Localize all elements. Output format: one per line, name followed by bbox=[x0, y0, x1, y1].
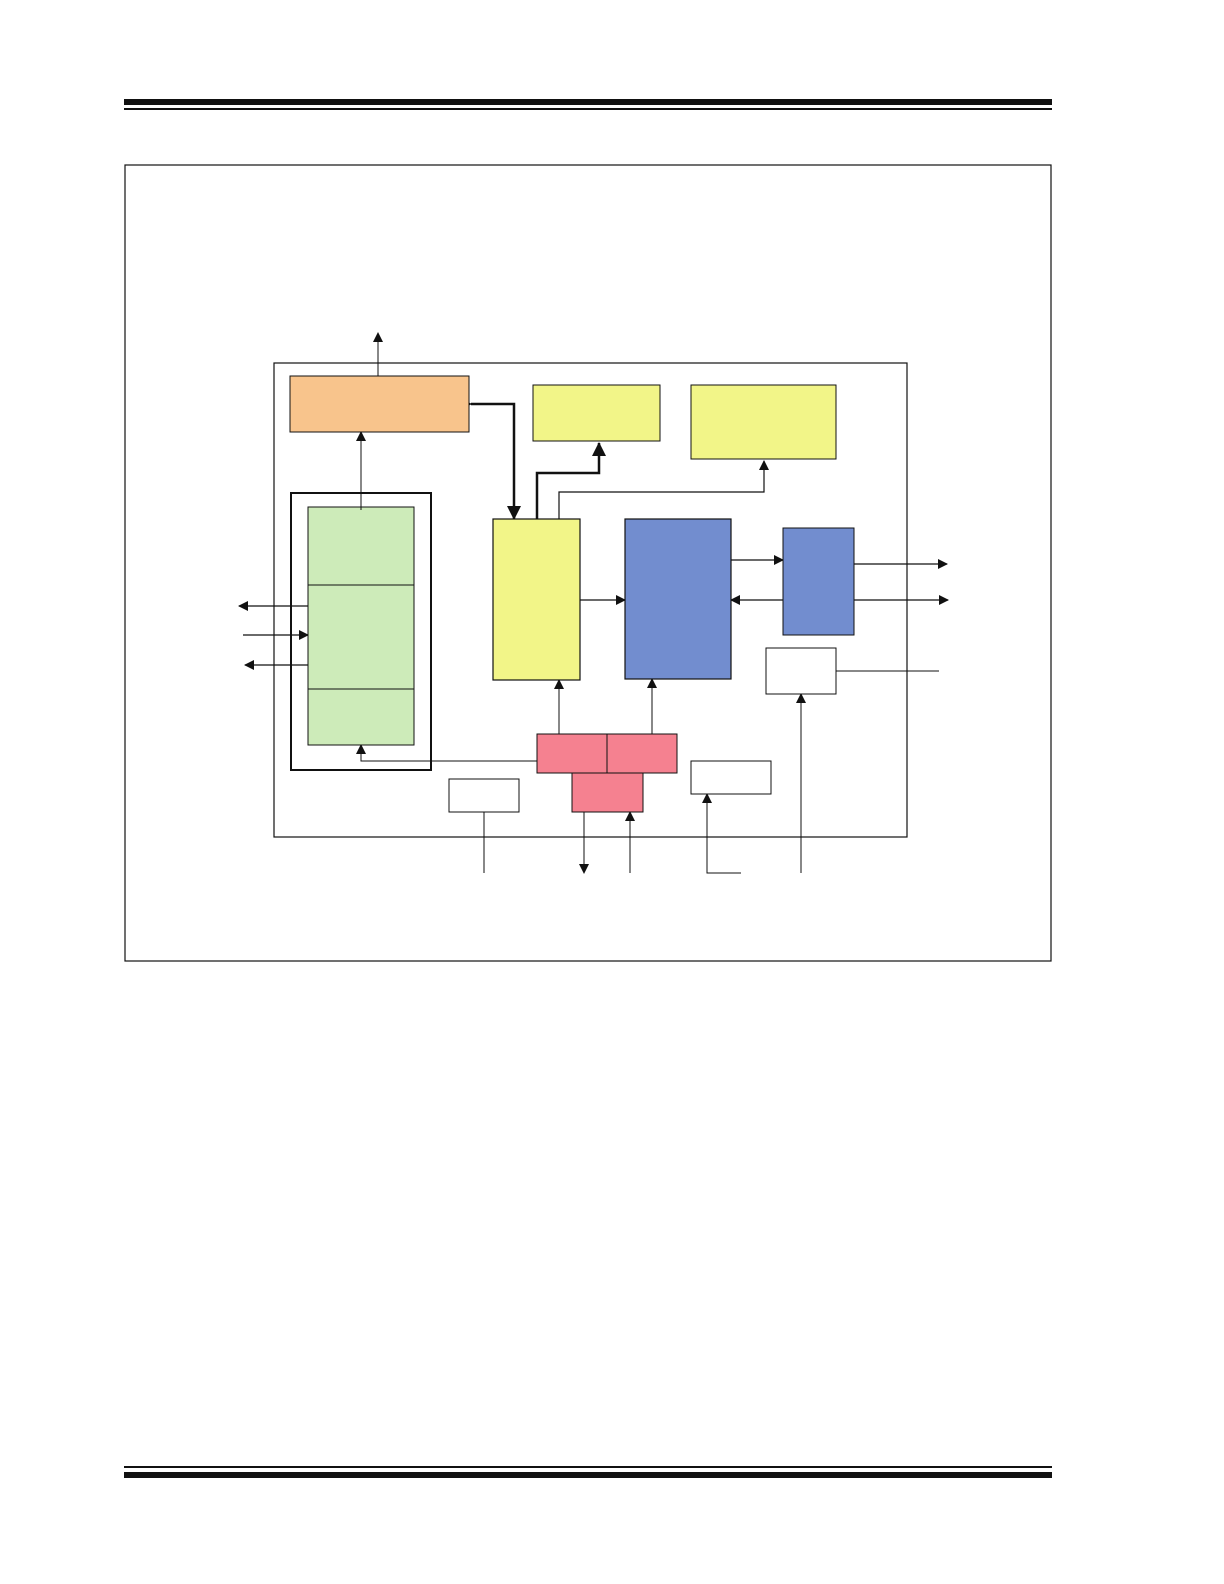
figure-frame bbox=[124, 164, 1052, 962]
yellow-block-top-middle bbox=[532, 384, 661, 442]
yellow-block-center bbox=[492, 518, 581, 681]
pink-block-right bbox=[606, 733, 678, 774]
footer-rule-thin bbox=[124, 1466, 1052, 1468]
header-rule-thin bbox=[124, 108, 1052, 110]
blue-block-large bbox=[624, 518, 732, 680]
white-block-bottom-right bbox=[690, 760, 772, 795]
green-block bbox=[307, 506, 415, 746]
pink-block-left bbox=[536, 733, 608, 774]
footer-rule-thick bbox=[124, 1472, 1052, 1478]
white-block-bottom-left bbox=[448, 778, 520, 813]
blue-block-small bbox=[782, 527, 855, 636]
green-group-frame bbox=[290, 492, 432, 771]
yellow-block-top-right bbox=[690, 384, 837, 460]
header-rule-thick bbox=[124, 99, 1052, 105]
pink-block-bottom bbox=[571, 772, 644, 813]
white-block-right bbox=[765, 647, 837, 695]
orange-block bbox=[289, 375, 470, 433]
